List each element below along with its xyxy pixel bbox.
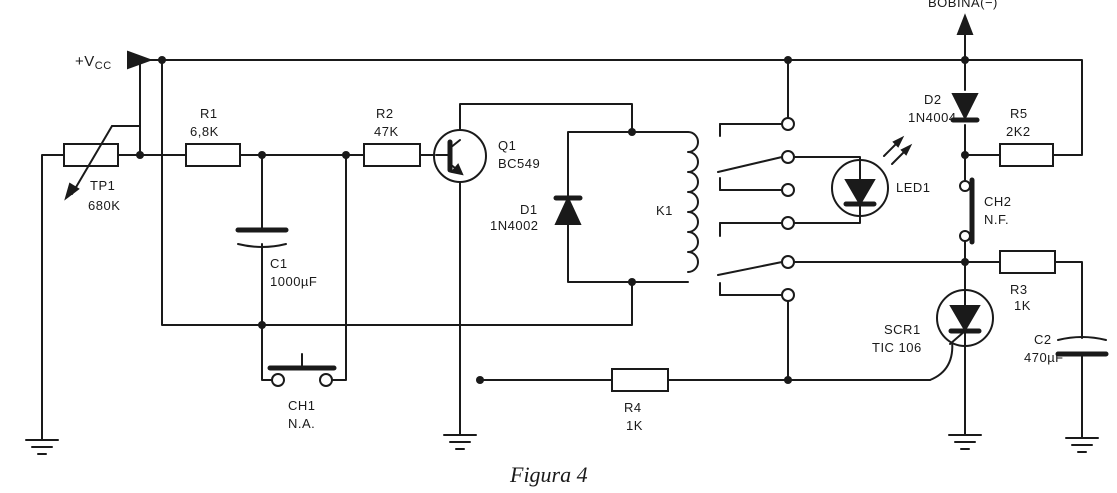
vcc-input: +VCC (75, 50, 153, 72)
q1-ref: Q1 (498, 138, 516, 153)
bobina-output: BOBINA(−) (928, 0, 998, 61)
resistor-r3: R3 1K (999, 250, 1056, 313)
junctions (136, 56, 969, 384)
trimpot-tp1: TP1 680K (63, 125, 141, 213)
tp1-ref: TP1 (90, 178, 115, 193)
diode-d2: D2 1N4004 (908, 92, 980, 125)
led1-ref: LED1 (896, 180, 931, 195)
ground-left-icon (25, 439, 59, 455)
svg-text:+VCC: +VCC (75, 53, 112, 72)
d2-ref: D2 (924, 92, 942, 107)
k1-ref: K1 (656, 203, 673, 218)
bobina-label: BOBINA(−) (928, 0, 998, 10)
c1-value: 1000µF (270, 274, 317, 289)
switch-ch2: CH2 N.F. (959, 177, 1012, 245)
scr1-value: TIC 106 (872, 340, 922, 355)
figure-caption: Figura 4 (509, 462, 588, 487)
r3-value: 1K (1014, 298, 1031, 313)
ch2-value: N.F. (984, 212, 1009, 227)
capacitor-c1: C1 1000µF (235, 227, 317, 289)
ground-q1-icon (443, 434, 477, 450)
d2-value: 1N4004 (908, 110, 957, 125)
led-led1: LED1 (831, 135, 931, 217)
r4-value: 1K (626, 418, 643, 433)
scr1-ref: SCR1 (884, 322, 921, 337)
ground-scr-icon (948, 434, 982, 450)
r3-ref: R3 (1010, 282, 1028, 297)
resistor-r5: R5 2K2 (999, 106, 1054, 167)
resistor-r1: R1 6,8K (185, 106, 241, 167)
ground-c2-icon (1065, 437, 1099, 453)
vcc-subscript: CC (95, 60, 112, 72)
d1-value: 1N4002 (490, 218, 539, 233)
r5-value: 2K2 (1006, 124, 1031, 139)
tp1-value: 680K (88, 198, 120, 213)
relay-k1: K1 (656, 131, 699, 273)
ch1-ref: CH1 (288, 398, 316, 413)
r2-value: 47K (374, 124, 399, 139)
c1-ref: C1 (270, 256, 288, 271)
resistor-r2: R2 47K (363, 106, 421, 167)
switch-ch1: CH1 N.A. (267, 353, 337, 431)
r4-ref: R4 (624, 400, 642, 415)
diode-d1: D1 1N4002 (490, 195, 583, 233)
ch2-ref: CH2 (984, 194, 1012, 209)
r5-ref: R5 (1010, 106, 1028, 121)
capacitor-c2: C2 470µF (1024, 332, 1109, 365)
relay-contacts (717, 117, 795, 302)
ch1-value: N.A. (288, 416, 315, 431)
c2-ref: C2 (1034, 332, 1052, 347)
resistor-r4: R4 1K (611, 368, 669, 433)
r1-value: 6,8K (190, 124, 219, 139)
q1-value: BC549 (498, 156, 540, 171)
transistor-q1: Q1 BC549 (433, 129, 540, 183)
r2-ref: R2 (376, 106, 394, 121)
thyristor-scr1: SCR1 TIC 106 (872, 289, 994, 355)
r1-ref: R1 (200, 106, 218, 121)
vcc-label: +V (75, 53, 95, 70)
d1-ref: D1 (520, 202, 538, 217)
c2-value: 470µF (1024, 350, 1064, 365)
